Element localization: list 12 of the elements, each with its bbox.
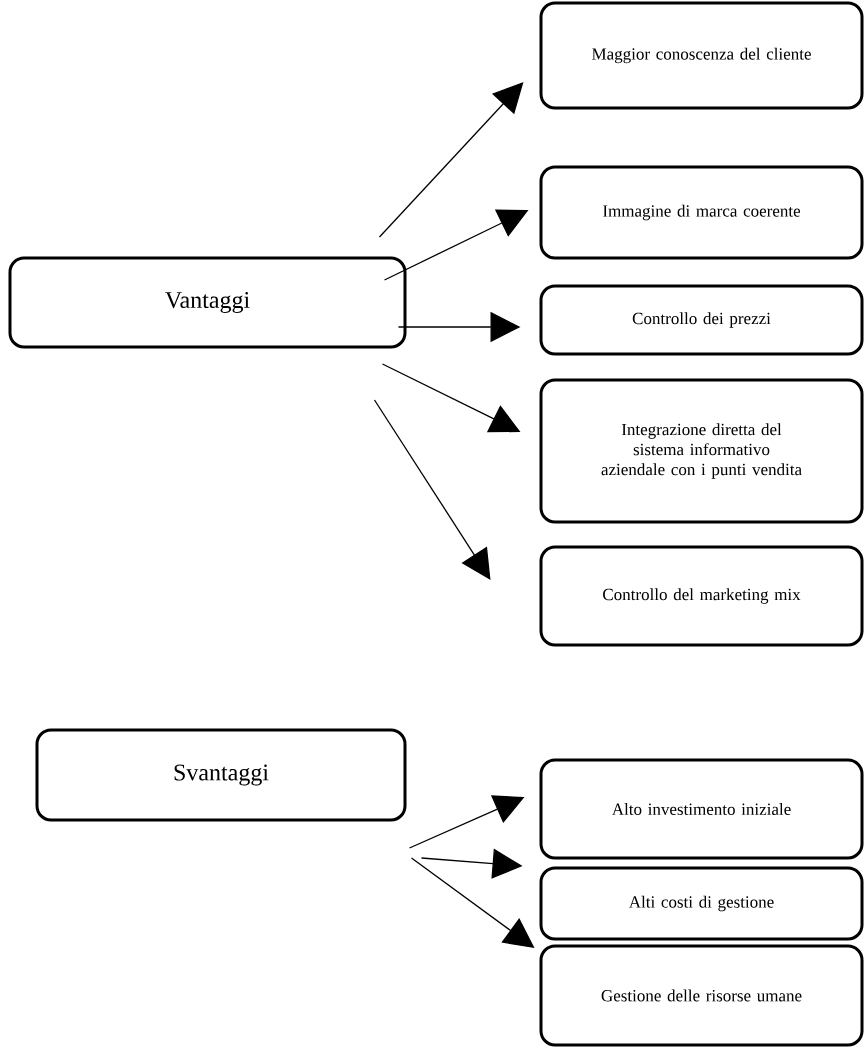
arrow: [373, 399, 491, 580]
item-box: Alto investimento iniziale: [539, 758, 864, 860]
item-box: Controllo dei prezzi: [539, 284, 864, 356]
item-box: Integrazione diretta del sistema informativo aziendale con i punti vendita: [539, 378, 864, 524]
item-box: Gestione delle risorse umane: [539, 944, 864, 1047]
category-box: Vantaggi: [8, 256, 407, 349]
item-box: Maggior conoscenza del cliente: [539, 1, 864, 110]
item-box: Alti costi di gestione: [539, 866, 864, 941]
item-box: Immagine di marca coerente: [539, 165, 864, 260]
item-box: Controllo del marketing mix: [539, 545, 864, 647]
arrow: [378, 82, 524, 238]
category-box: Svantaggi: [35, 728, 407, 822]
